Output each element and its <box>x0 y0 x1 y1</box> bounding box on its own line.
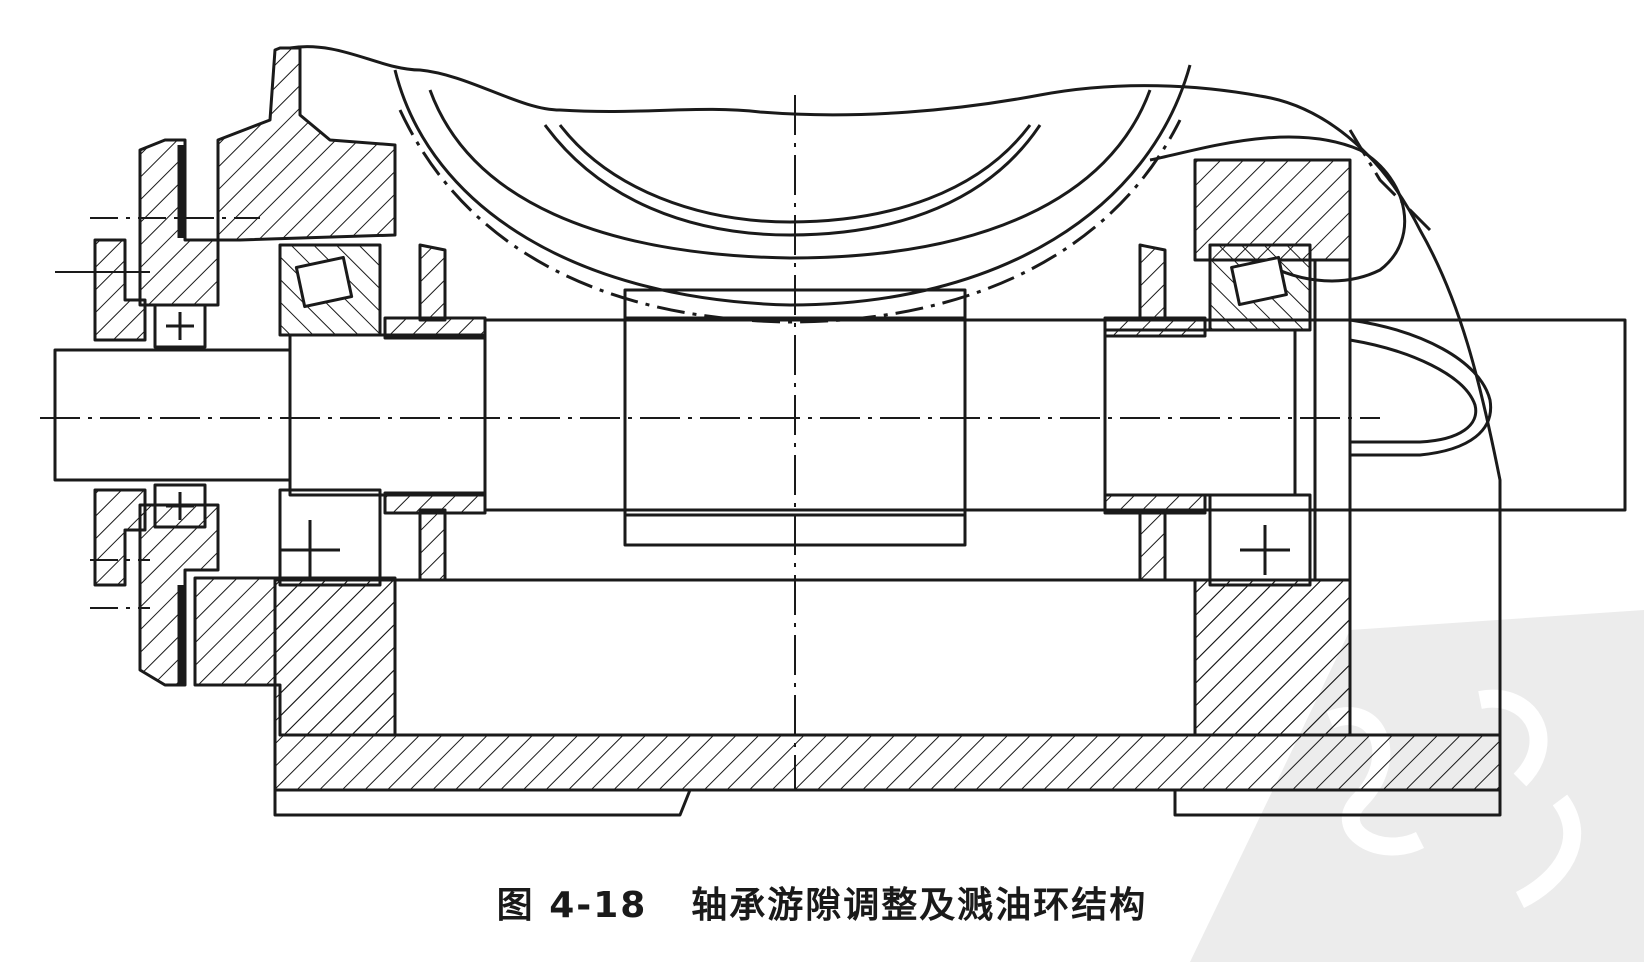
left-cross-box-upper <box>153 303 207 349</box>
right-bearing-roller-upper <box>1230 255 1288 307</box>
right-spacer-lower <box>1103 493 1207 515</box>
figure-title: 轴承游隙调整及溅油环结构 <box>691 885 1148 926</box>
base-left-foot <box>273 789 692 817</box>
base-right-foot <box>1173 790 1502 817</box>
figure-number: 图 4-18 <box>496 885 648 926</box>
left-bearing-roller-upper <box>294 255 354 309</box>
shaft-left-journal <box>288 333 487 497</box>
worm-wheel-inner-arc-2 <box>558 124 1032 224</box>
right-spacer-upper <box>1103 316 1207 338</box>
right-oil-ring-lower <box>1138 508 1167 587</box>
shaft-right-journal <box>1103 328 1297 497</box>
right-flange-arc <box>1149 135 1407 283</box>
worm-wheel-pitch-arc <box>398 109 1182 324</box>
left-oil-ring-upper <box>418 243 447 322</box>
left-outer-ring-upper <box>93 238 147 342</box>
left-cross-box-lower <box>153 483 207 529</box>
right-end-plate <box>1313 258 1352 582</box>
figure-caption: 图 4-18 轴承游隙调整及溅油环结构 <box>0 876 1644 928</box>
right-flange-arc-inner-2 <box>1349 338 1478 444</box>
worm-wheel-inner-arc <box>543 124 1042 237</box>
housing-break-line <box>289 45 1502 760</box>
right-centerline-diag <box>1348 129 1432 232</box>
worm-wheel-outer-arc <box>393 64 1192 307</box>
shaft-middle <box>483 318 1627 512</box>
shaft-left-end <box>53 348 292 482</box>
left-outer-ring-lower <box>93 488 147 587</box>
right-oil-ring-upper <box>1138 243 1167 322</box>
worm-wheel-mid-arc <box>428 89 1152 260</box>
left-bearing-lower <box>278 488 382 587</box>
left-housing-boss-upper <box>216 46 397 242</box>
right-flange-arc-inner <box>1349 318 1493 457</box>
left-oil-ring-lower <box>418 508 447 587</box>
